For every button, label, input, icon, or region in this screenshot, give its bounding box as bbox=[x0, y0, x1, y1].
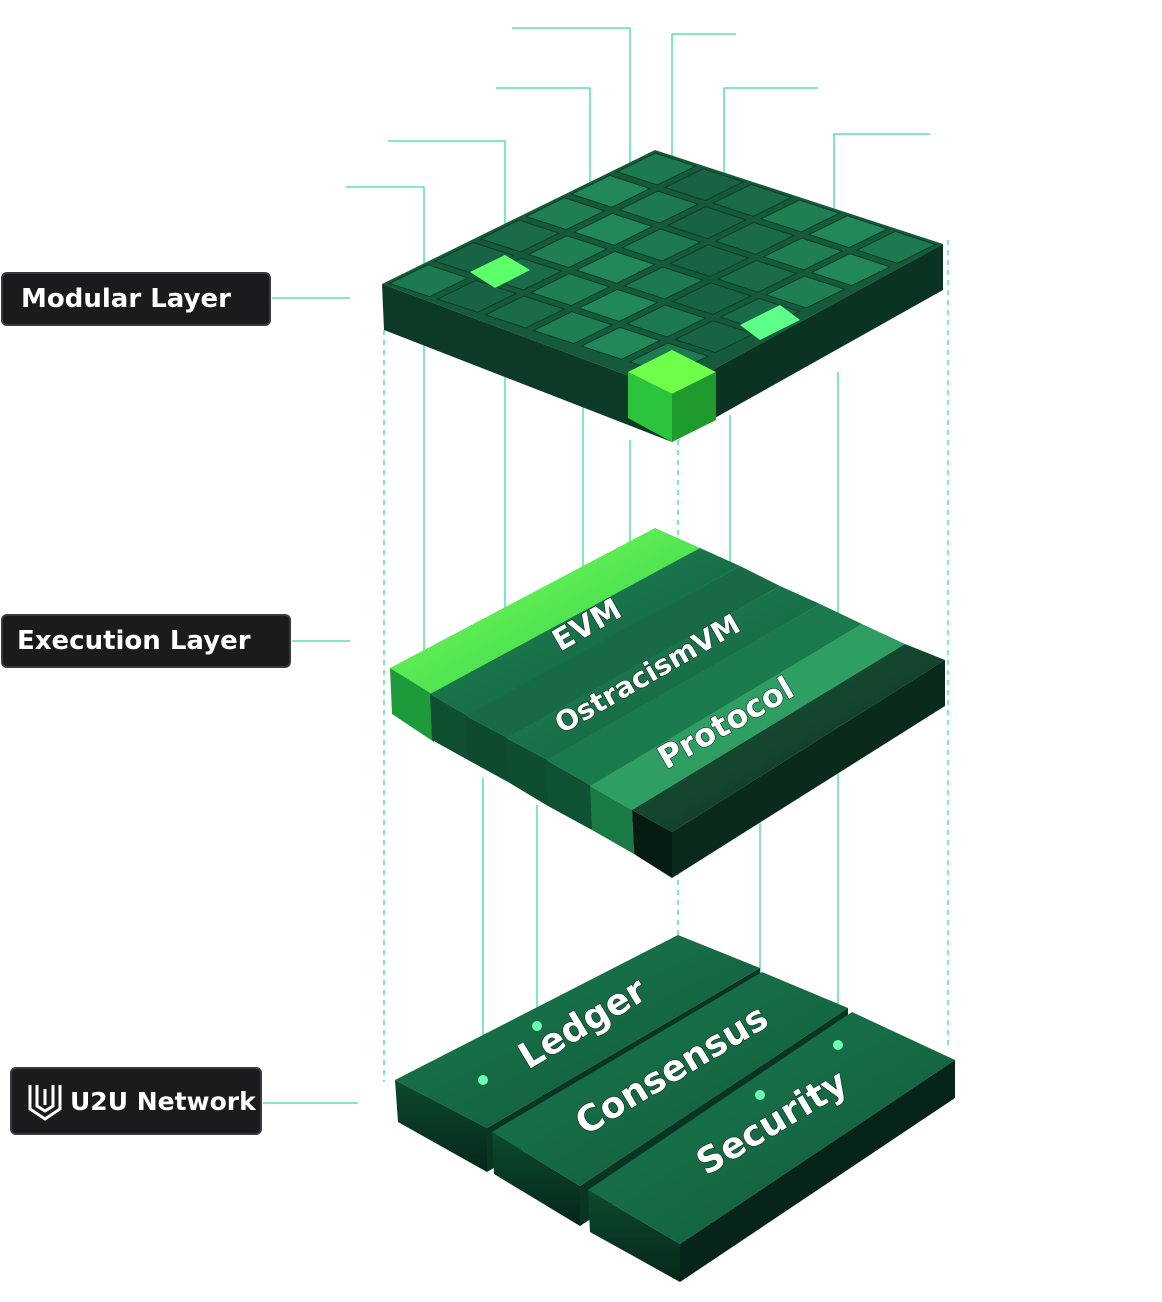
cube-tile bbox=[529, 273, 611, 307]
network-name-label: U2U Network bbox=[70, 1086, 256, 1116]
cube-tile bbox=[570, 174, 652, 208]
cube-tile bbox=[532, 311, 614, 345]
cube-tile bbox=[716, 259, 798, 293]
cube-tile bbox=[436, 279, 518, 313]
modular-layer-grid bbox=[382, 150, 943, 442]
network-base-layer: Ledger Consensus Security bbox=[395, 935, 955, 1282]
cube-tile bbox=[615, 152, 697, 186]
cube-tile bbox=[663, 168, 745, 202]
connector-dot bbox=[755, 1090, 765, 1100]
cube-tile bbox=[479, 219, 561, 253]
cube-tile bbox=[711, 183, 793, 217]
network-badge: U2U Network bbox=[10, 1067, 262, 1135]
execution-layer-label: Execution Layer bbox=[17, 626, 251, 656]
cube-tile bbox=[618, 190, 700, 224]
modular-layer-label: Modular Layer bbox=[21, 284, 231, 314]
execution-layer-block: EVM OstracismVM Protocol bbox=[390, 528, 945, 878]
cube-tile bbox=[572, 212, 654, 246]
connector-dot bbox=[833, 1040, 843, 1050]
cube-tile bbox=[620, 228, 702, 262]
cube-tile bbox=[759, 199, 841, 233]
cube-tile bbox=[623, 266, 705, 300]
cube-tile bbox=[666, 206, 748, 240]
cube-tile bbox=[388, 264, 470, 298]
cube-tile bbox=[762, 237, 844, 271]
cube-tile bbox=[714, 221, 796, 255]
glow-cube bbox=[470, 255, 530, 288]
cube-tile bbox=[484, 295, 566, 329]
cube-tile bbox=[673, 320, 755, 354]
cube-tile bbox=[580, 326, 662, 360]
connector-dot bbox=[478, 1075, 488, 1085]
cube-tile bbox=[527, 235, 609, 269]
cube-tile bbox=[764, 275, 846, 309]
cube-tile bbox=[577, 288, 659, 322]
cube-tile bbox=[855, 230, 937, 264]
cube-tile bbox=[671, 282, 753, 316]
connector-dot bbox=[532, 1021, 542, 1031]
glow-cube bbox=[740, 305, 800, 340]
u2u-logo-icon bbox=[28, 1085, 62, 1121]
cube-tile bbox=[668, 244, 750, 278]
cube-tile bbox=[810, 253, 892, 287]
cube-grid-tiles bbox=[388, 152, 937, 376]
cube-tile bbox=[524, 197, 606, 231]
modular-layer-badge: Modular Layer bbox=[1, 272, 271, 326]
cube-tile bbox=[807, 215, 889, 249]
cube-tile bbox=[575, 250, 657, 284]
cube-tile bbox=[625, 304, 707, 338]
execution-layer-badge: Execution Layer bbox=[1, 614, 291, 668]
